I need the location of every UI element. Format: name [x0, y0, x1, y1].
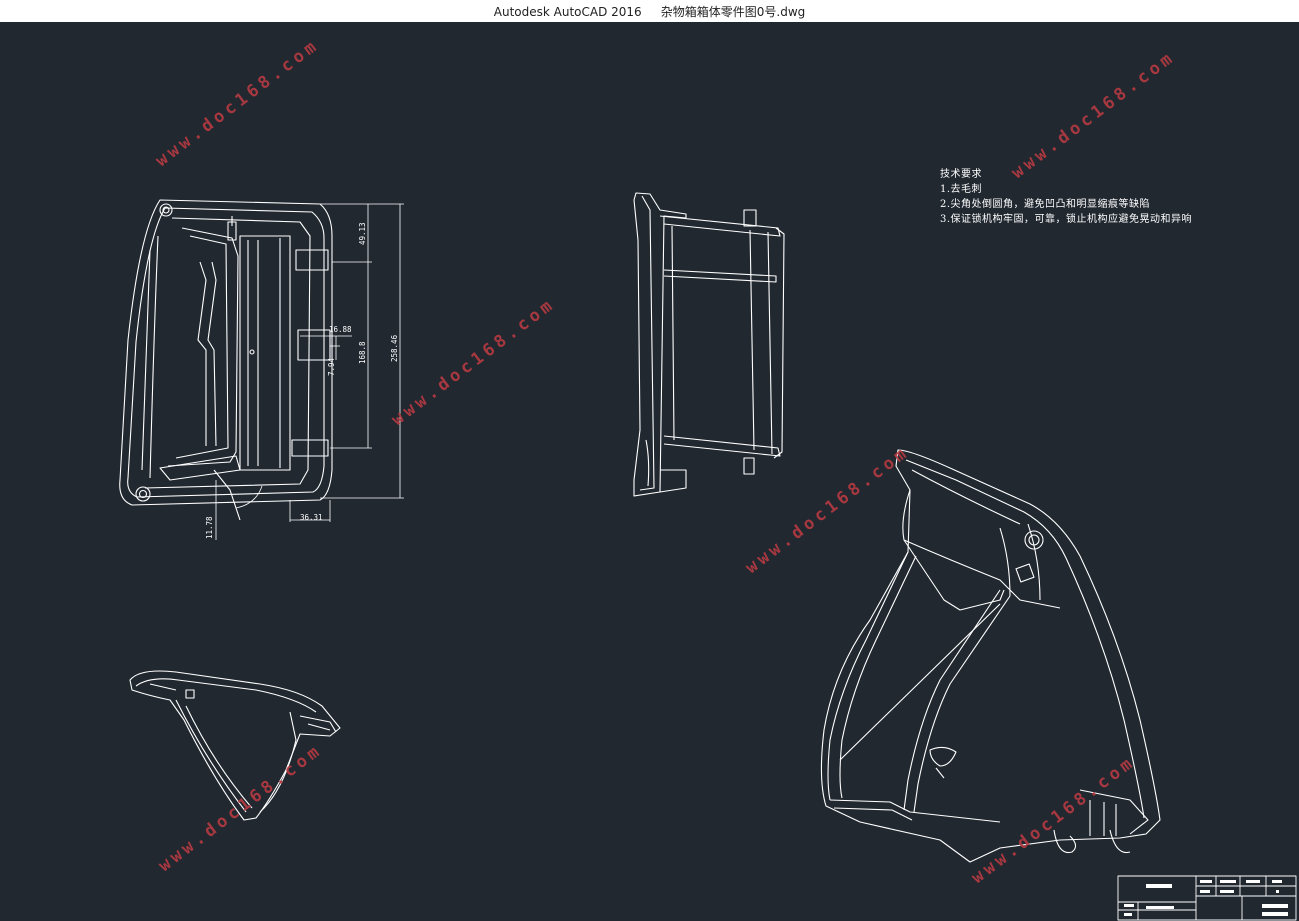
dimension-texts: 49.13 16.88 7.94 168.8 258.46 36.31 11.7… — [205, 222, 399, 539]
iso-view-large — [820, 449, 1161, 863]
iso-view-small — [129, 670, 341, 821]
side-view — [633, 192, 785, 497]
technical-requirements: 技术要求 1.去毛刺 2.尖角处倒圆角，避免凹凸和明显缩痕等缺陷 3.保证锁机构… — [940, 167, 1192, 227]
title-block — [1117, 875, 1297, 921]
file-name: 杂物箱箱体零件图0号.dwg — [660, 5, 806, 19]
dim-16-88: 16.88 — [329, 325, 352, 334]
dim-11-78: 11.78 — [205, 516, 214, 539]
dim-258-46: 258.46 — [390, 334, 399, 362]
title-bar: Autodesk AutoCAD 2016 杂物箱箱体零件图0号.dwg — [0, 0, 1299, 23]
front-view-dimensions — [215, 203, 404, 540]
window-title: Autodesk AutoCAD 2016 杂物箱箱体零件图0号.dwg — [0, 3, 1299, 20]
dim-49-13: 49.13 — [358, 222, 367, 245]
dim-168-8: 168.8 — [358, 341, 367, 364]
dim-36-31: 36.31 — [300, 513, 323, 522]
notes-heading: 技术要求 — [940, 169, 982, 180]
cad-drawing: 49.13 16.88 7.94 168.8 258.46 36.31 11.7… — [119, 192, 1297, 921]
notes-item-3: 3.保证锁机构牢固，可靠，锁止机构应避免晃动和异响 — [940, 214, 1193, 225]
notes-item-1: 1.去毛刺 — [940, 184, 983, 195]
title-block-fills — [1124, 880, 1288, 916]
app-title: Autodesk AutoCAD 2016 — [493, 5, 642, 19]
front-view — [119, 199, 333, 521]
drawing-canvas[interactable]: 49.13 16.88 7.94 168.8 258.46 36.31 11.7… — [0, 22, 1299, 921]
dim-7-94: 7.94 — [327, 357, 336, 376]
notes-item-2: 2.尖角处倒圆角，避免凹凸和明显缩痕等缺陷 — [940, 199, 1151, 210]
